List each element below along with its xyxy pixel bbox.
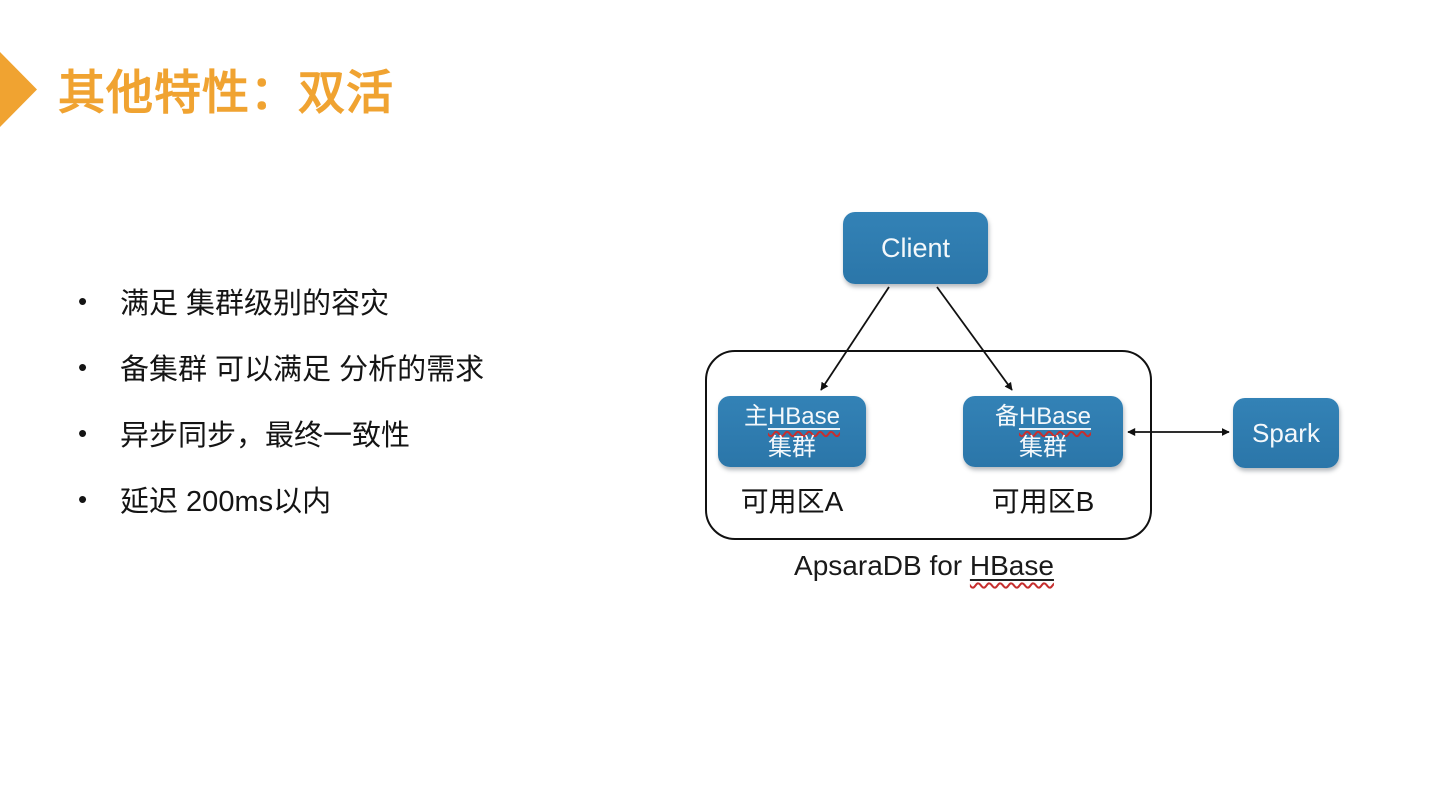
bullet-dot-icon: • bbox=[78, 483, 88, 514]
primary-hbase-prefix: 主 bbox=[743, 402, 768, 430]
client-node-label: Client bbox=[880, 232, 951, 263]
standby-hbase-node: 备HBase 集群 bbox=[963, 396, 1123, 467]
zone-a-label: 可用区A bbox=[740, 486, 844, 517]
bullet-text: 异步同步，最终一致性 bbox=[120, 420, 411, 452]
standby-hbase-prefix: 备 bbox=[994, 402, 1019, 430]
spark-node-label: Spark bbox=[1252, 417, 1320, 448]
list-item: • 满足 集群级别的容灾 bbox=[64, 268, 684, 334]
client-node: Client bbox=[843, 212, 988, 284]
bullet-text: 满足 集群级别的容灾 bbox=[120, 288, 390, 320]
caption-prefix: ApsaraDB for bbox=[794, 550, 970, 581]
feature-bullet-list: • 满足 集群级别的容灾 • 备集群 可以满足 分析的需求 • 异步同步，最终一… bbox=[64, 268, 684, 532]
standby-hbase-line1: 备HBase bbox=[995, 401, 1091, 432]
primary-hbase-line2: 集群 bbox=[768, 433, 816, 461]
bullet-dot-icon: • bbox=[78, 285, 88, 316]
standby-hbase-word: HBase bbox=[1018, 402, 1092, 430]
bullet-dot-icon: • bbox=[78, 417, 88, 448]
page-title: 其他特性：双活 bbox=[58, 66, 394, 119]
bullet-text: 备集群 可以满足 分析的需求 bbox=[120, 354, 485, 386]
caption-word: HBase bbox=[969, 550, 1054, 581]
list-item: • 延迟 200ms以内 bbox=[64, 466, 684, 532]
primary-hbase-line1: 主HBase bbox=[744, 401, 840, 432]
primary-hbase-word: HBase bbox=[767, 402, 841, 430]
availability-zone-container bbox=[705, 350, 1152, 540]
title-arrow-icon bbox=[0, 52, 37, 127]
spellcheck-underline: HBase bbox=[1019, 403, 1091, 430]
diagram-caption: ApsaraDB for HBase bbox=[700, 550, 1148, 582]
primary-hbase-node: 主HBase 集群 bbox=[718, 396, 866, 467]
spellcheck-underline: HBase bbox=[970, 550, 1054, 581]
zone-b-label: 可用区B bbox=[991, 486, 1095, 517]
spellcheck-underline: HBase bbox=[768, 403, 840, 430]
bullet-text: 延迟 200ms以内 bbox=[120, 486, 332, 518]
spark-node: Spark bbox=[1233, 398, 1339, 468]
standby-hbase-line2: 集群 bbox=[1019, 433, 1067, 461]
list-item: • 异步同步，最终一致性 bbox=[64, 400, 684, 466]
bullet-dot-icon: • bbox=[78, 351, 88, 382]
list-item: • 备集群 可以满足 分析的需求 bbox=[64, 334, 684, 400]
